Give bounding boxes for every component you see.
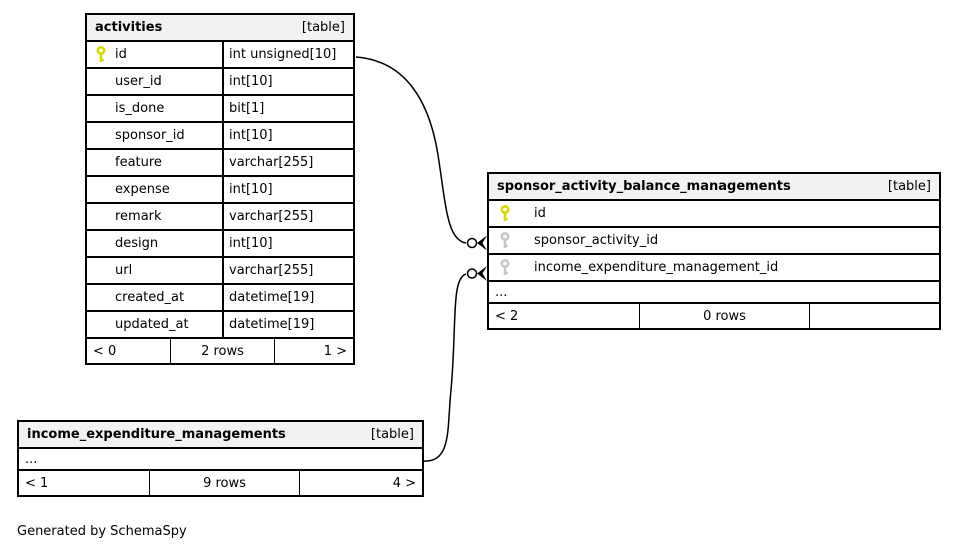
- table-sponsor-activity-balance-managements[interactable]: sponsor_activity_balance_managements [ta…: [487, 172, 941, 330]
- footer-row-count: 2 rows: [170, 339, 274, 363]
- column-name: id: [115, 47, 127, 62]
- column-row-sponsor_id: sponsor_id int[10]: [87, 123, 353, 150]
- relationship-iem-to-sabm: [422, 266, 487, 462]
- table-title: income_expenditure_managements: [27, 427, 286, 442]
- column-name: expense: [115, 182, 170, 197]
- table-header[interactable]: income_expenditure_managements [table]: [19, 422, 422, 449]
- column-name: sponsor_id: [115, 128, 185, 143]
- column-row-expense: expense int[10]: [87, 177, 353, 204]
- footer-children-count: < 2: [495, 308, 519, 324]
- footer-parents-count: 1 >: [274, 339, 353, 363]
- footer-parents-count: 4 >: [299, 471, 422, 495]
- column-name: design: [115, 236, 159, 251]
- table-title: sponsor_activity_balance_managements: [497, 179, 791, 194]
- crow-foot-arrow: [477, 266, 487, 281]
- table-tag: [table]: [887, 179, 931, 194]
- foreign-key-icon: [500, 258, 510, 275]
- table-footer: < 0 2 rows 1 >: [87, 339, 353, 363]
- hidden-columns-ellipsis: ...: [489, 282, 939, 304]
- table-activities[interactable]: activities [table] id int unsigned[10] u…: [85, 13, 355, 365]
- table-header[interactable]: sponsor_activity_balance_managements [ta…: [489, 174, 939, 201]
- table-footer: < 2 0 rows: [489, 304, 939, 328]
- column-row-user_id: user_id int[10]: [87, 69, 353, 96]
- primary-key-icon: [96, 45, 106, 62]
- column-name: sponsor_activity_id: [534, 233, 659, 248]
- column-row-sponsor_activity_id: sponsor_activity_id: [489, 228, 939, 255]
- column-type: int[10]: [222, 177, 353, 202]
- footer-row-count: 9 rows: [149, 471, 299, 495]
- footer-parents-count: [809, 304, 939, 328]
- column-name: updated_at: [115, 317, 189, 332]
- column-row-id: id int unsigned[10]: [87, 42, 353, 69]
- table-tag: [table]: [370, 427, 414, 442]
- table-activities-header[interactable]: activities [table]: [87, 15, 353, 42]
- relationship-activities-to-sabm: [355, 56, 487, 251]
- zero-or-one-circle: [466, 237, 478, 249]
- column-row-url: url varchar[255]: [87, 258, 353, 285]
- column-type: int[10]: [222, 69, 353, 94]
- column-type: varchar[255]: [222, 204, 353, 229]
- footer-children-count: < 0: [93, 343, 117, 359]
- table-title: activities: [95, 20, 163, 35]
- column-type: int[10]: [222, 231, 353, 256]
- column-type: datetime[19]: [222, 285, 353, 310]
- table-tag: [table]: [301, 20, 345, 35]
- column-name: feature: [115, 155, 162, 170]
- column-row-remark: remark varchar[255]: [87, 204, 353, 231]
- column-row-design: design int[10]: [87, 231, 353, 258]
- column-name: income_expenditure_management_id: [534, 260, 779, 275]
- foreign-key-icon: [500, 231, 510, 248]
- column-type: datetime[19]: [222, 312, 353, 337]
- column-name: user_id: [115, 74, 162, 89]
- generator-caption: Generated by SchemaSpy: [17, 524, 187, 539]
- column-name: created_at: [115, 290, 185, 305]
- table-income-expenditure-managements[interactable]: income_expenditure_managements [table] .…: [17, 420, 424, 497]
- crow-foot-arrow: [477, 235, 487, 251]
- column-type: varchar[255]: [222, 258, 353, 283]
- column-row-income_expenditure_management_id: income_expenditure_management_id: [489, 255, 939, 282]
- column-type: int[10]: [222, 123, 353, 148]
- column-row-created_at: created_at datetime[19]: [87, 285, 353, 312]
- column-name: remark: [115, 209, 162, 224]
- footer-children-count: < 1: [25, 475, 49, 491]
- column-name: id: [534, 206, 546, 221]
- column-name: url: [115, 263, 133, 278]
- column-row-id: id: [489, 201, 939, 228]
- primary-key-icon: [500, 204, 510, 221]
- table-footer: < 1 9 rows 4 >: [19, 471, 422, 495]
- footer-row-count: 0 rows: [639, 304, 809, 328]
- column-row-is_done: is_done bit[1]: [87, 96, 353, 123]
- column-row-feature: feature varchar[255]: [87, 150, 353, 177]
- zero-or-one-circle: [466, 268, 478, 279]
- column-type: int unsigned[10]: [222, 42, 353, 67]
- column-type: bit[1]: [222, 96, 353, 121]
- column-name: is_done: [115, 101, 165, 116]
- column-type: varchar[255]: [222, 150, 353, 175]
- column-row-updated_at: updated_at datetime[19]: [87, 312, 353, 339]
- hidden-columns-ellipsis: ...: [19, 449, 422, 471]
